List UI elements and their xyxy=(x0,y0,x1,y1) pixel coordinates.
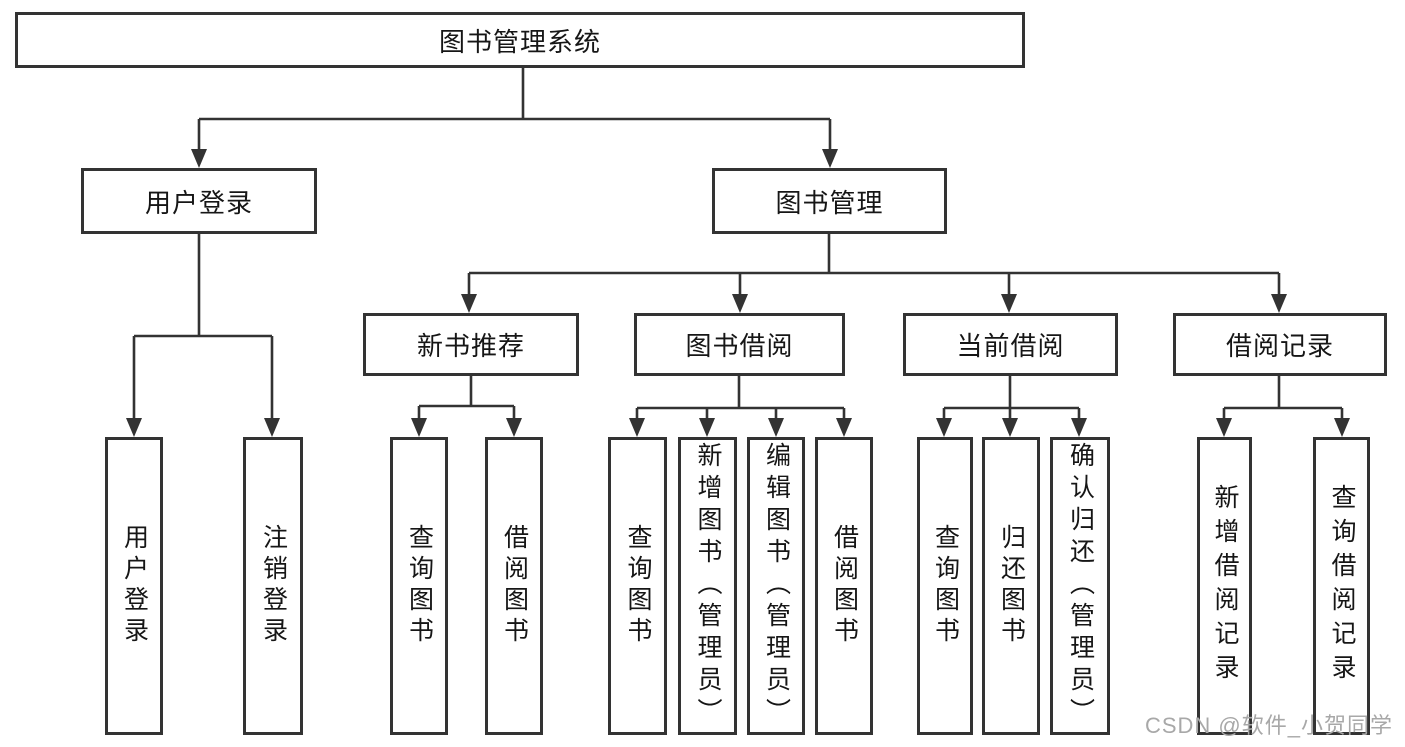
leaf-query-borrow-record: 查询借阅记录 xyxy=(1313,437,1370,735)
node-current-borrowing: 当前借阅 xyxy=(903,313,1118,376)
csdn-watermark: CSDN @软件_小贺同学 xyxy=(1144,713,1393,738)
node-user-login: 用户登录 xyxy=(81,168,317,234)
leaf-borrow-books-borrowing: 借阅图书 xyxy=(815,437,873,735)
node-root: 图书管理系统 xyxy=(15,12,1025,68)
leaf-query-books-recommend: 查询图书 xyxy=(390,437,448,735)
leaf-query-books-current: 查询图书 xyxy=(917,437,973,735)
node-new-book-recommend: 新书推荐 xyxy=(363,313,579,376)
leaf-confirm-return-admin: 确认归还（管理员） xyxy=(1050,437,1110,735)
leaf-edit-book-admin: 编辑图书（管理员） xyxy=(747,437,805,735)
leaf-return-books: 归还图书 xyxy=(982,437,1040,735)
node-borrow-records: 借阅记录 xyxy=(1173,313,1387,376)
leaf-add-book-admin: 新增图书（管理员） xyxy=(678,437,737,735)
leaf-borrow-books-recommend: 借阅图书 xyxy=(485,437,543,735)
leaf-query-books-borrowing: 查询图书 xyxy=(608,437,667,735)
node-book-management: 图书管理 xyxy=(712,168,947,234)
leaf-logout-login: 注销登录 xyxy=(243,437,303,735)
leaf-add-borrow-record: 新增借阅记录 xyxy=(1197,437,1252,735)
leaf-user-login: 用户登录 xyxy=(105,437,163,735)
node-book-borrowing: 图书借阅 xyxy=(634,313,845,376)
